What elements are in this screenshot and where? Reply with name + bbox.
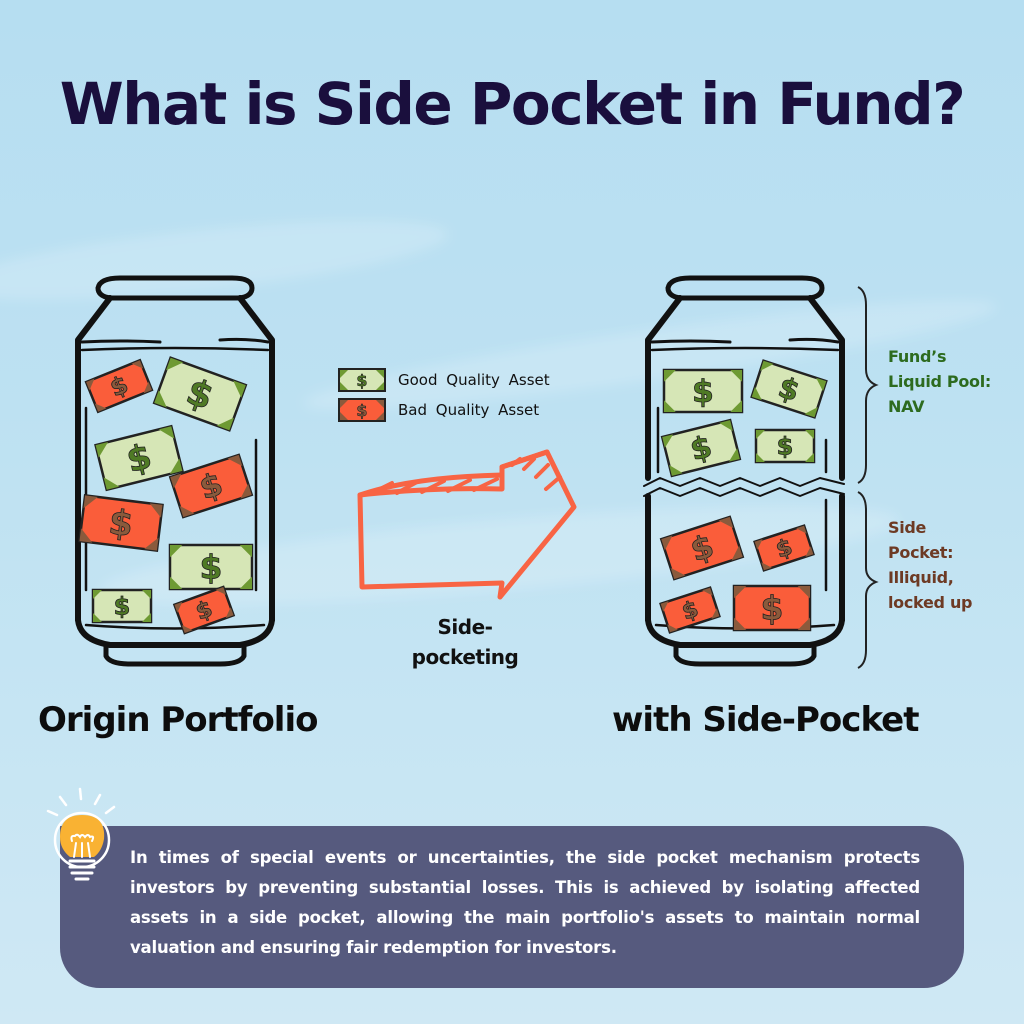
arrow-label-line1: Side- <box>437 615 493 639</box>
side-pocket-brace-icon <box>857 491 879 669</box>
page-title: What is Side Pocket in Fund? <box>59 70 966 138</box>
side-pocketing-arrow-icon <box>357 449 577 600</box>
note-line: Liquid Pool: <box>888 372 992 391</box>
note-line: Illiquid, <box>888 568 954 587</box>
side-pocket-jar: $$$$$$$$ <box>643 275 845 667</box>
side-pocket-note: Side Pocket: Illiquid, locked up <box>888 515 973 615</box>
red-dollar-bill-icon: $ <box>338 398 386 422</box>
svg-text:$: $ <box>356 401 367 420</box>
side-pocket-caption: with Side-Pocket <box>612 700 919 740</box>
lightbulb-icon <box>46 787 116 881</box>
info-text: In times of special events or uncertaint… <box>130 848 920 957</box>
note-line: locked up <box>888 593 973 612</box>
bad-asset-bill-icon: $ <box>659 515 745 581</box>
svg-text:$: $ <box>777 432 794 460</box>
bad-asset-bill-icon: $ <box>172 585 236 635</box>
liquid-pool-brace-icon <box>857 286 879 484</box>
arrow-label-line2: pocketing <box>411 645 519 669</box>
side-pocketing-label: Side- pocketing <box>400 612 530 672</box>
bad-asset-bill-icon: $ <box>753 524 815 572</box>
bad-asset-bill-icon: $ <box>168 453 254 519</box>
good-asset-bill-icon: $ <box>660 418 742 478</box>
legend: $ Good Quality Asset $ Bad Quality Asset <box>338 365 550 425</box>
legend-item-good: $ Good Quality Asset <box>338 365 550 395</box>
note-line: NAV <box>888 397 925 416</box>
legend-label-good: Good Quality Asset <box>398 371 550 389</box>
bad-asset-bill-icon: $ <box>84 358 154 414</box>
svg-text:$: $ <box>692 374 714 410</box>
green-dollar-bill-icon: $ <box>338 368 386 392</box>
info-box <box>60 826 964 988</box>
note-line: Pocket: <box>888 543 954 562</box>
liquid-pool-note: Fund’s Liquid Pool: NAV <box>888 344 991 419</box>
good-asset-bill-icon: $ <box>94 424 184 492</box>
svg-text:$: $ <box>356 371 367 390</box>
svg-text:$: $ <box>107 503 136 546</box>
good-asset-bill-icon: $ <box>750 359 828 419</box>
origin-portfolio-caption: Origin Portfolio <box>38 700 318 740</box>
note-line: Fund’s <box>888 347 947 366</box>
bad-asset-bill-icon: $ <box>659 586 721 634</box>
legend-label-bad: Bad Quality Asset <box>398 401 540 419</box>
good-asset-bill-icon: $ <box>754 428 816 464</box>
svg-text:$: $ <box>761 588 784 627</box>
good-asset-bill-icon: $ <box>91 588 153 624</box>
bad-asset-bill-icon: $ <box>732 584 812 632</box>
svg-text:$: $ <box>114 592 131 620</box>
good-asset-bill-icon: $ <box>152 356 248 432</box>
note-line: Side <box>888 518 927 537</box>
good-asset-bill-icon: $ <box>662 368 744 414</box>
good-asset-bill-icon: $ <box>168 543 254 591</box>
origin-portfolio-jar: $$$$$$$$ <box>75 275 275 667</box>
legend-item-bad: $ Bad Quality Asset <box>338 395 550 425</box>
svg-text:$: $ <box>200 547 223 586</box>
bad-asset-bill-icon: $ <box>78 494 164 552</box>
